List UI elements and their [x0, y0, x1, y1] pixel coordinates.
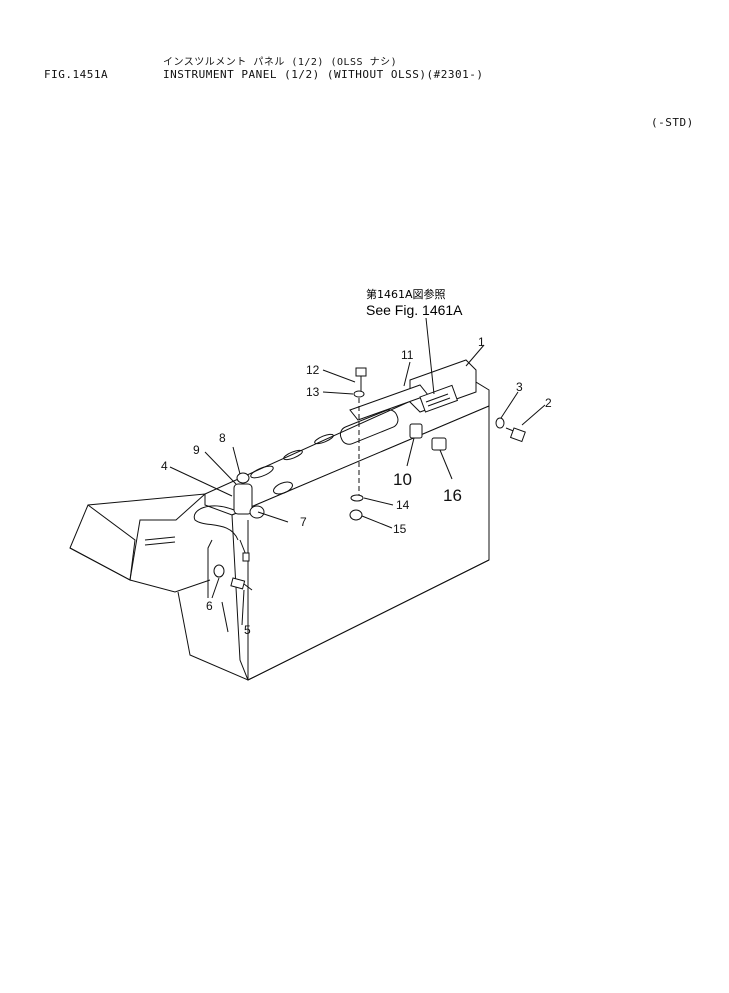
monitor-panel	[419, 384, 459, 413]
bolt-2	[505, 427, 526, 443]
lower-switch	[431, 437, 447, 451]
callout-8: 8	[219, 431, 226, 445]
callout-14: 14	[396, 498, 410, 512]
callout-15: 15	[393, 522, 407, 536]
bolt-5	[230, 577, 253, 591]
figure-title-english: INSTRUMENT PANEL (1/2) (WITHOUT OLSS)(#2…	[163, 68, 484, 81]
panel-housing	[177, 359, 490, 681]
callout-12: 12	[306, 363, 320, 377]
washer-3	[495, 417, 505, 429]
callout-3: 3	[516, 380, 523, 394]
side-console	[69, 493, 211, 593]
plate-slots	[250, 409, 399, 495]
callout-4: 4	[161, 459, 168, 473]
nut-15	[349, 509, 363, 521]
callout-7: 7	[300, 515, 307, 529]
callout-10: 10	[393, 470, 412, 489]
callout-6: 6	[206, 599, 213, 613]
key-switch	[193, 472, 265, 562]
leader-lines	[169, 317, 546, 633]
callout-1: 1	[478, 335, 485, 349]
callout-11: 11	[401, 348, 414, 362]
variant-label: (-STD)	[651, 116, 694, 129]
figure-title-japanese: インスツルメント パネル (1/2) (OLSS ナシ)	[163, 57, 398, 68]
washer-6	[213, 564, 225, 578]
callout-16: 16	[443, 486, 462, 505]
washer-13	[353, 390, 365, 398]
reference-english: See Fig. 1461A	[366, 302, 463, 318]
figure-number: FIG.1451A	[44, 68, 109, 81]
washer-14	[350, 494, 364, 502]
switch-knob	[409, 423, 423, 439]
callout-2: 2	[545, 396, 552, 410]
reference-japanese: 第1461A図参照	[366, 287, 446, 301]
callout-13: 13	[306, 385, 320, 399]
bolt-12	[355, 367, 367, 392]
callout-9: 9	[193, 443, 200, 457]
callout-5: 5	[244, 623, 251, 637]
